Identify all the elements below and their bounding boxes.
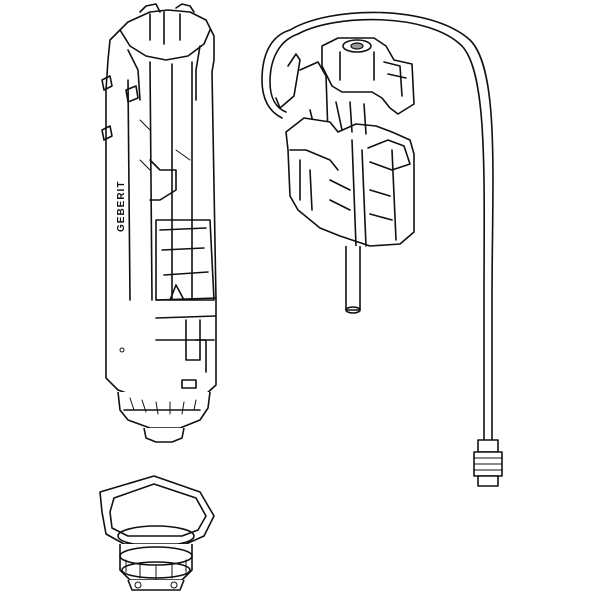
adapter-ring	[99, 475, 215, 591]
flush-valve: GEBERIT	[101, 3, 217, 443]
fill-valve	[261, 11, 503, 487]
brand-logo-text: GEBERIT	[116, 181, 127, 232]
